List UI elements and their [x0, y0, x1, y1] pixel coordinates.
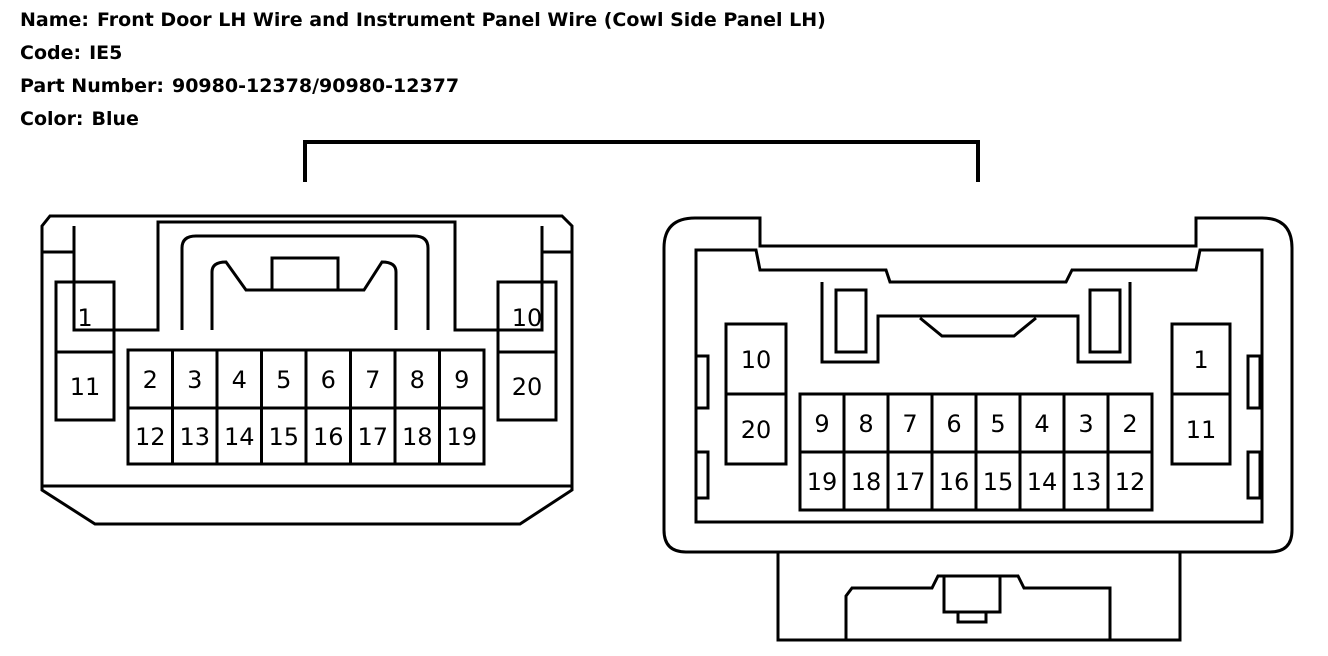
- right-pin-2-label: 2: [1122, 410, 1137, 438]
- left-pin-14-label: 14: [224, 423, 255, 451]
- right-pin-12-cavity: [1106, 450, 1154, 512]
- left-pin-8-label: 8: [410, 366, 425, 394]
- left-pin-11-label: 11: [70, 373, 101, 401]
- left-pin-12-label: 12: [135, 423, 166, 451]
- left-pin-2-label: 2: [143, 366, 158, 394]
- left-pin-19-cavity: [438, 406, 486, 466]
- left-pin-15-label: 15: [268, 423, 299, 451]
- right-pin-16-label: 16: [939, 468, 970, 496]
- right-connector-latch-post-right: [1088, 288, 1122, 354]
- right-pin-10-label: 10: [741, 346, 772, 374]
- right-pin-11-label: 11: [1186, 416, 1217, 444]
- right-pin-20-cavity: [724, 392, 788, 466]
- left-pin-13-label: 13: [179, 423, 210, 451]
- left-pin-19-label: 19: [446, 423, 477, 451]
- right-pin-17-label: 17: [895, 468, 926, 496]
- connector-code: IE5: [89, 42, 123, 64]
- right-pin-20-label: 20: [741, 416, 772, 444]
- name-row: Name: Front Door LH Wire and Instrument P…: [20, 4, 826, 37]
- right-pin-19-label: 19: [807, 468, 838, 496]
- right-connector-skirt-lip: [844, 574, 1112, 640]
- right-connector-housing: [662, 216, 1294, 554]
- color-label: Color:: [20, 108, 84, 130]
- left-connector: [40, 214, 574, 526]
- part-label: Part Number:: [20, 75, 164, 97]
- left-pin-20-label: 20: [512, 373, 543, 401]
- right-pin-13-label: 13: [1071, 468, 1102, 496]
- right-pin-12-label: 12: [1115, 468, 1146, 496]
- right-pin-11-cavity: [1170, 392, 1232, 466]
- right-connector-center-key: [919, 316, 1037, 338]
- pin-cavities: 1111020212313414515616717818919102011191…: [54, 280, 1232, 512]
- right-connector: [662, 216, 1294, 642]
- right-pin-18-label: 18: [851, 468, 882, 496]
- right-connector-skirt: [776, 552, 1182, 642]
- part-number: 90980-12378/90980-12377: [171, 75, 460, 97]
- right-connector-latch-ridge: [820, 282, 1132, 364]
- right-connector-skirt-tab: [942, 576, 1002, 614]
- left-connector-right-notch: [540, 226, 572, 254]
- left-connector-housing: [40, 214, 574, 526]
- left-pin-7-label: 7: [365, 366, 380, 394]
- left-connector-lock-frame: [72, 220, 544, 332]
- left-pin-1-label: 1: [77, 304, 92, 332]
- connector-name: Front Door LH Wire and Instrument Panel …: [97, 9, 826, 31]
- part-row: Part Number: 90980-12378/90980-12377: [20, 70, 826, 103]
- color-row: Color: Blue: [20, 103, 826, 136]
- left-connector-left-notch: [42, 226, 76, 254]
- left-connector-lock-inner: [180, 234, 430, 330]
- right-pin-15-label: 15: [983, 468, 1014, 496]
- right-pin-9-label: 9: [814, 410, 829, 438]
- left-pin-10-label: 10: [512, 304, 543, 332]
- left-connector-center-key: [270, 256, 340, 292]
- code-label: Code:: [20, 42, 82, 64]
- name-label: Name:: [20, 9, 90, 31]
- left-pin-17-label: 17: [357, 423, 388, 451]
- right-pin-1-label: 1: [1193, 346, 1208, 374]
- right-connector-side-tab-right-2: [1246, 450, 1262, 500]
- right-pin-6-label: 6: [946, 410, 961, 438]
- connector-info: Name: Front Door LH Wire and Instrument P…: [20, 4, 826, 136]
- left-pin-18-label: 18: [402, 423, 433, 451]
- right-connector-inner-wall: [694, 248, 1264, 524]
- left-pin-20-cavity: [496, 350, 558, 422]
- left-pin-4-label: 4: [232, 366, 247, 394]
- right-connector-side-tab-left-2: [694, 450, 710, 500]
- left-pin-11-cavity: [54, 350, 116, 422]
- mating-bracket: [303, 140, 980, 182]
- left-pin-3-label: 3: [187, 366, 202, 394]
- right-connector-side-tab-right-1: [1246, 354, 1262, 410]
- connector-color: Blue: [91, 108, 139, 130]
- left-connector-lock-tab: [210, 260, 398, 330]
- code-row: Code: IE5: [20, 37, 826, 70]
- right-pin-3-label: 3: [1078, 410, 1093, 438]
- right-connector-side-tab-left-1: [694, 354, 710, 410]
- right-pin-7-label: 7: [902, 410, 917, 438]
- left-pin-6-label: 6: [321, 366, 336, 394]
- right-connector-skirt-key: [956, 612, 988, 624]
- right-pin-4-label: 4: [1034, 410, 1049, 438]
- left-pin-16-label: 16: [313, 423, 344, 451]
- right-connector-latch-post-left: [834, 288, 868, 354]
- left-pin-5-label: 5: [276, 366, 291, 394]
- right-pin-8-label: 8: [858, 410, 873, 438]
- right-pin-14-label: 14: [1027, 468, 1058, 496]
- right-pin-5-label: 5: [990, 410, 1005, 438]
- left-pin-9-label: 9: [454, 366, 469, 394]
